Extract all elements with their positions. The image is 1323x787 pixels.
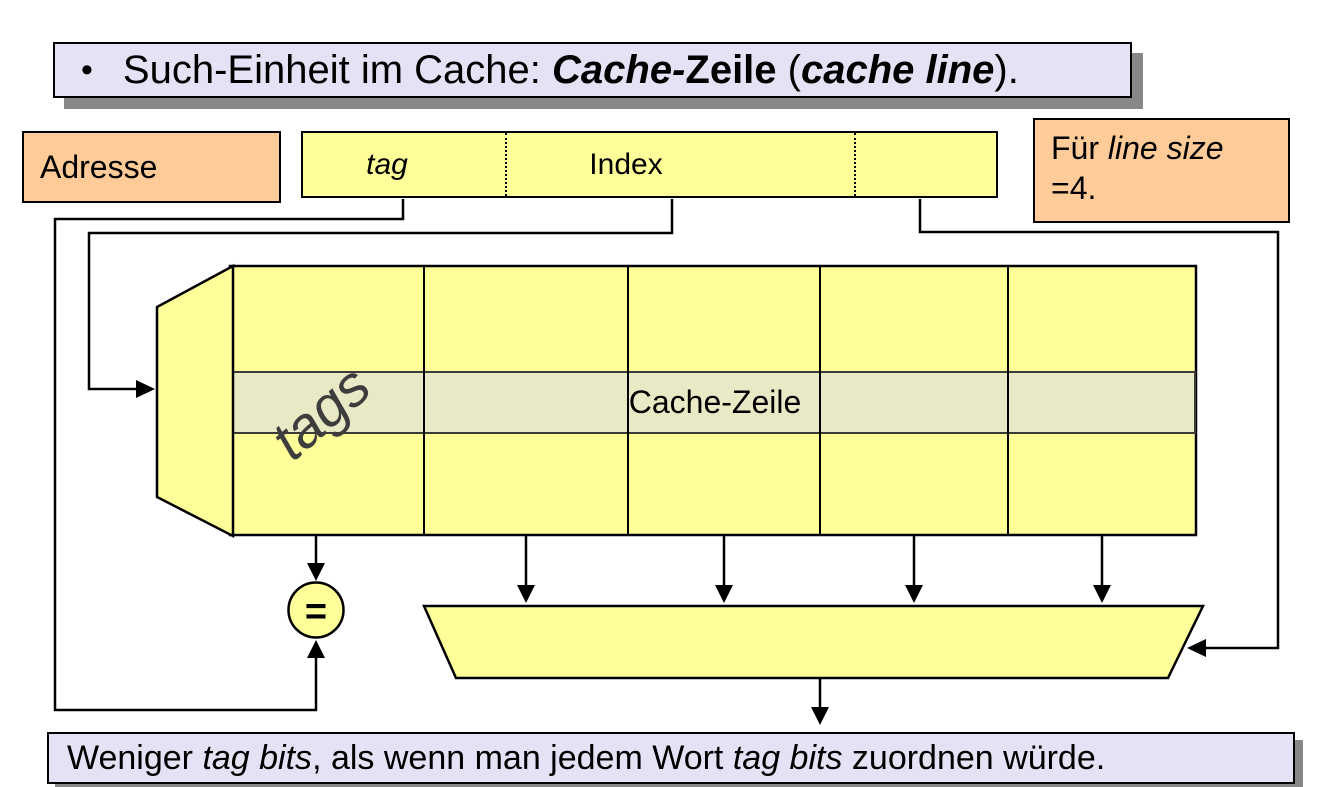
adresse-label: Adresse	[40, 148, 158, 185]
index-select-wire	[87, 199, 674, 391]
tag-field-label: tag	[366, 147, 408, 181]
comparator-circle	[287, 581, 345, 639]
line-size-note-box: Für line size =4.	[1033, 118, 1290, 223]
cache-line-highlight-row	[230, 371, 1196, 434]
title-cache-line: cache line	[800, 48, 995, 92]
index-field-label: Index	[589, 147, 663, 181]
title-paren-open: (	[776, 48, 801, 92]
address-field-bar: tag Index	[301, 131, 998, 198]
line-size-prefix: Für	[1051, 130, 1108, 166]
title-lead: Such-Einheit im Cache:	[122, 48, 552, 92]
column-arrowhead-1	[517, 585, 535, 603]
footer-text: Weniger tag bits, als wenn man jedem Wor…	[67, 739, 1105, 778]
tags-funnel-shape	[155, 263, 235, 539]
footer-p1: Weniger	[67, 738, 203, 777]
multiplexer-shape	[422, 604, 1205, 680]
adresse-box: Adresse	[22, 131, 281, 203]
offset-arrowhead	[1187, 639, 1206, 657]
line-size-line2: =4.	[1051, 170, 1097, 206]
line-size-italic: line size	[1107, 130, 1224, 166]
cache-line-label: Cache-Zeile	[628, 384, 802, 420]
footer-p3: zuordnen würde.	[842, 738, 1106, 777]
footer-p2: , als wenn man jedem Wort	[312, 738, 733, 777]
footer-tagbits-2: tag bits	[732, 738, 843, 777]
title-bullet: •	[81, 51, 93, 89]
title-note-box: • Such-Einheit im Cache: Cache-Zeile (ca…	[53, 42, 1132, 98]
footer-tagbits-1: tag bits	[202, 738, 313, 777]
comparator-equals-symbol: =	[305, 591, 327, 633]
title-paren-close: ).	[994, 48, 1019, 92]
line-size-line1: Für line size	[1051, 130, 1224, 166]
tags-column-arrowhead	[307, 563, 325, 581]
title-emph-zeile: Zeile	[685, 48, 777, 92]
index-arrowhead	[136, 380, 155, 398]
cache-column-separators	[423, 266, 1009, 535]
title-emph-cache: Cache-	[552, 48, 686, 92]
footer-note-box: Weniger tag bits, als wenn man jedem Wor…	[47, 732, 1295, 784]
column-arrowhead-3	[905, 585, 923, 603]
mux-output-arrowhead	[811, 707, 829, 725]
title-text: Such-Einheit im Cache: Cache-Zeile (cach…	[123, 44, 1019, 96]
address-bar-divider-1	[505, 133, 507, 196]
column-arrowhead-4	[1093, 585, 1111, 603]
offset-select-wire	[918, 199, 1280, 650]
address-bar-divider-2	[854, 133, 856, 196]
column-arrowhead-2	[715, 585, 733, 603]
tag-compare-arrowhead	[307, 640, 325, 658]
tag-compare-wire	[53, 199, 405, 712]
